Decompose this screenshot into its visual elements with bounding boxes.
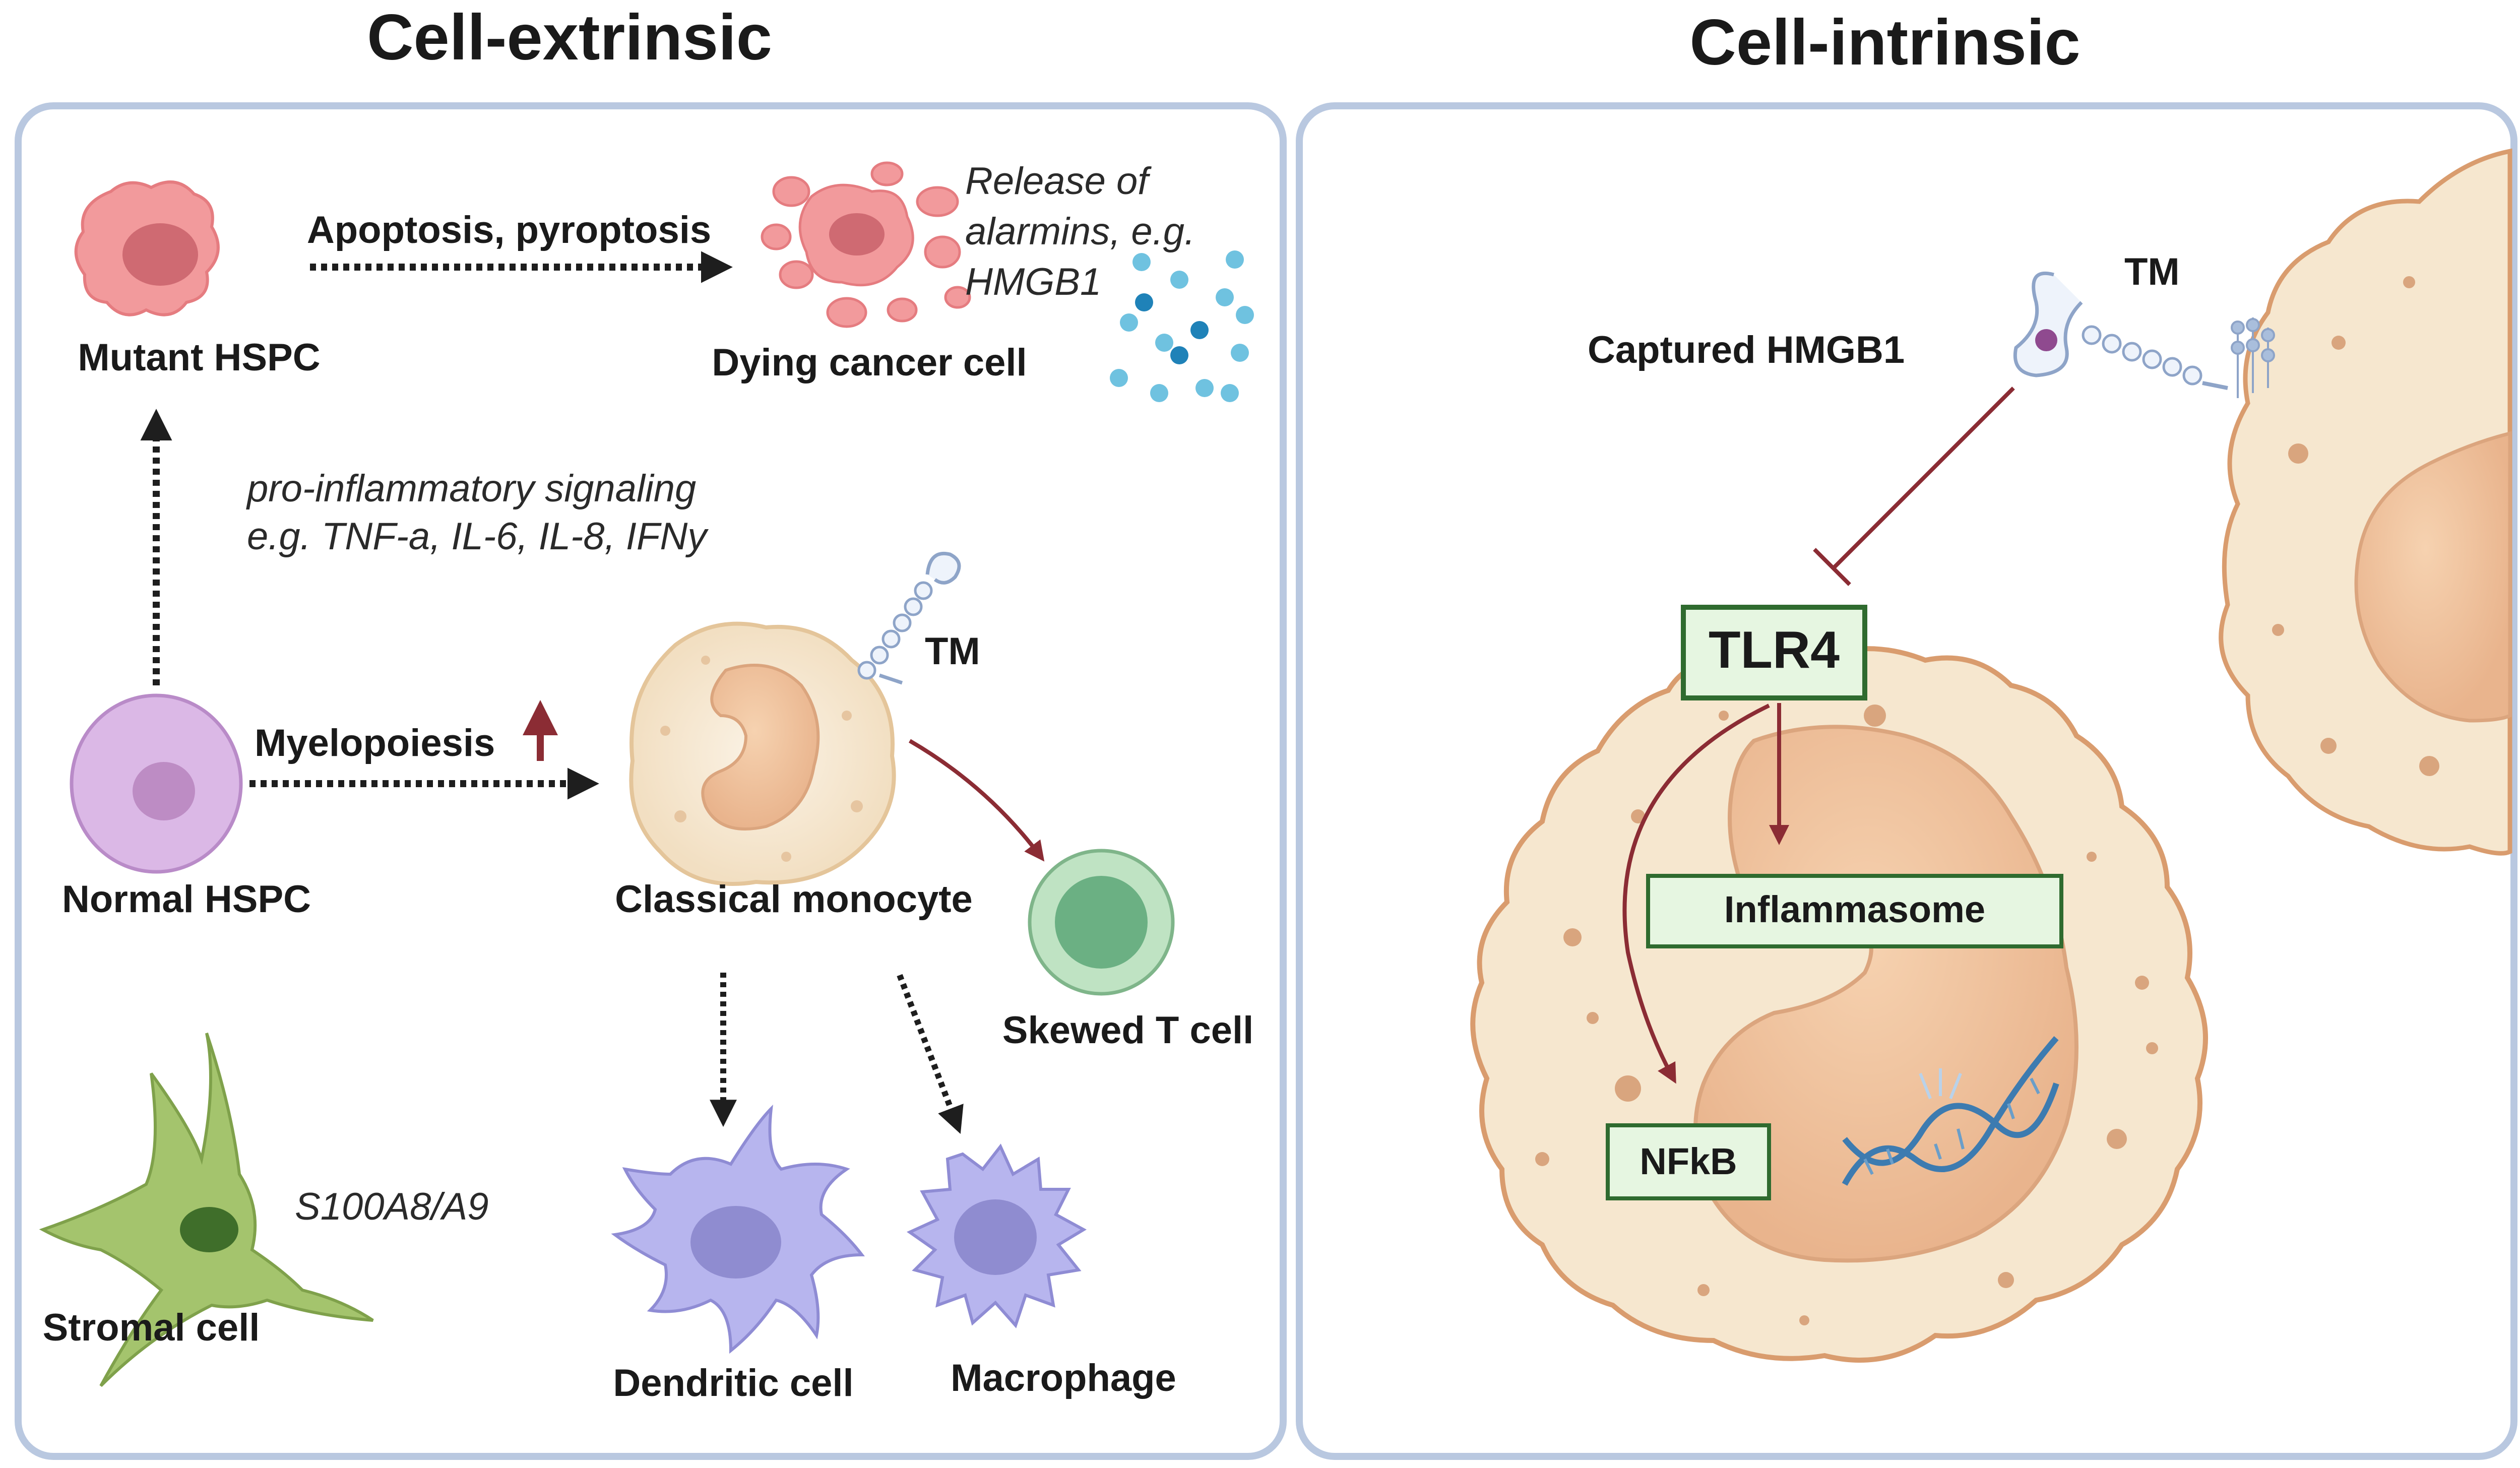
captured-hmgb1-label: Captured HMGB1 bbox=[1588, 329, 1905, 371]
macrophage-label: Macrophage bbox=[951, 1357, 1176, 1399]
left-panel-title: Cell-extrinsic bbox=[367, 2, 772, 74]
normal-hspc-label: Normal HSPC bbox=[62, 878, 311, 921]
macrophage-cell bbox=[906, 1143, 1087, 1328]
left-panel bbox=[15, 102, 1287, 1460]
inhibition-arrow bbox=[1813, 387, 2015, 586]
dendritic-cell-label: Dendritic cell bbox=[613, 1362, 853, 1405]
stromal-cell-label: Stromal cell bbox=[43, 1306, 260, 1349]
monocyte-tm-label: TM bbox=[925, 630, 980, 673]
right-panel bbox=[1296, 102, 2517, 1460]
dna-icon bbox=[1842, 1036, 2059, 1186]
dendritic-cell bbox=[611, 1104, 865, 1354]
monocyte-cell-large bbox=[1470, 646, 2208, 1363]
proinflammatory-line-2: e.g. TNF-a, IL-6, IL-8, IFNy bbox=[247, 515, 709, 558]
normal-hspc-cell bbox=[70, 693, 243, 874]
neighbor-cell bbox=[2219, 148, 2512, 856]
macrophage-arrow bbox=[897, 974, 964, 1134]
stromal-cell bbox=[39, 1033, 374, 1387]
myelopoiesis-label: Myelopoiesis bbox=[255, 722, 495, 764]
skewed-t-cell-label: Skewed T cell bbox=[1002, 1009, 1253, 1052]
nfkb-arrow bbox=[1622, 704, 1770, 1084]
inflammasome-label: Inflammasome bbox=[1724, 888, 1985, 930]
apoptosis-label: Apoptosis, pyroptosis bbox=[307, 209, 711, 251]
release-line-1: Release of bbox=[965, 160, 1152, 203]
tlr4-label: TLR4 bbox=[1709, 621, 1840, 679]
dying-cancer-cell-label: Dying cancer cell bbox=[712, 341, 1027, 384]
right-panel-title: Cell-intrinsic bbox=[1689, 7, 2080, 79]
tm-receptor-right-icon bbox=[2013, 271, 2275, 398]
release-line-2: alarmins, e.g. bbox=[965, 210, 1195, 253]
tm-receptor-icon bbox=[857, 551, 961, 685]
proinflammatory-line-1: pro-inflammatory signaling bbox=[246, 467, 696, 510]
classical-monocyte-label: Classical monocyte bbox=[615, 878, 973, 921]
right-tm-label: TM bbox=[2124, 250, 2180, 293]
inflammasome-box bbox=[1646, 874, 2063, 948]
mutant-hspc-cell bbox=[74, 180, 220, 316]
mutant-hspc-label: Mutant HSPC bbox=[78, 336, 320, 379]
skewed-t-cell bbox=[1028, 849, 1175, 996]
release-line-3: HMGB1 bbox=[965, 261, 1101, 303]
dying-cancer-cell bbox=[761, 161, 971, 328]
hmgb1-particles bbox=[1110, 250, 1254, 402]
tlr4-box bbox=[1681, 605, 1867, 700]
t-cell-arrow bbox=[908, 739, 1045, 862]
nfkb-box bbox=[1606, 1123, 1771, 1200]
nfkb-label: NFkB bbox=[1640, 1140, 1737, 1182]
s100-label: S100A8/A9 bbox=[295, 1185, 489, 1228]
classical-monocyte-cell bbox=[629, 621, 896, 886]
